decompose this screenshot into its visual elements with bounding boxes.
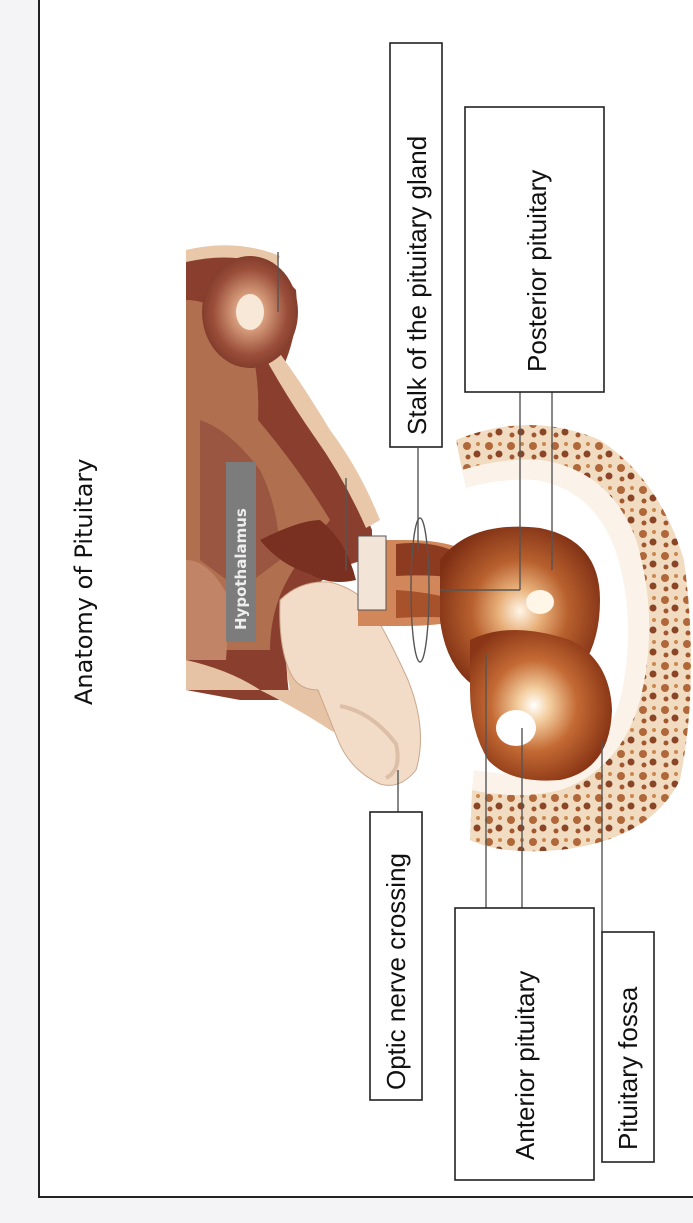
label-anterior: Anterior pituitary — [455, 908, 594, 1180]
hypothalamus-label-plate: Hypothalamus — [226, 462, 256, 642]
label-stalk: Stalk of the pituitary gland — [390, 43, 442, 447]
diagram-title: Anatomy of Pituitary — [70, 459, 98, 706]
label-fossa-text: Pituitary fossa — [613, 986, 643, 1150]
label-posterior: Posterior pituitary — [465, 107, 604, 392]
label-optic-text: Optic nerve crossing — [381, 853, 411, 1090]
label-stalk-text: Stalk of the pituitary gland — [402, 136, 432, 435]
label-optic: Optic nerve crossing — [370, 812, 422, 1100]
label-anterior-text: Anterior pituitary — [510, 971, 540, 1160]
hypothalamus-label: Hypothalamus — [232, 508, 250, 630]
pituitary-gland — [440, 527, 612, 781]
label-fossa: Pituitary fossa — [602, 932, 654, 1162]
label-posterior-text: Posterior pituitary — [522, 170, 552, 372]
